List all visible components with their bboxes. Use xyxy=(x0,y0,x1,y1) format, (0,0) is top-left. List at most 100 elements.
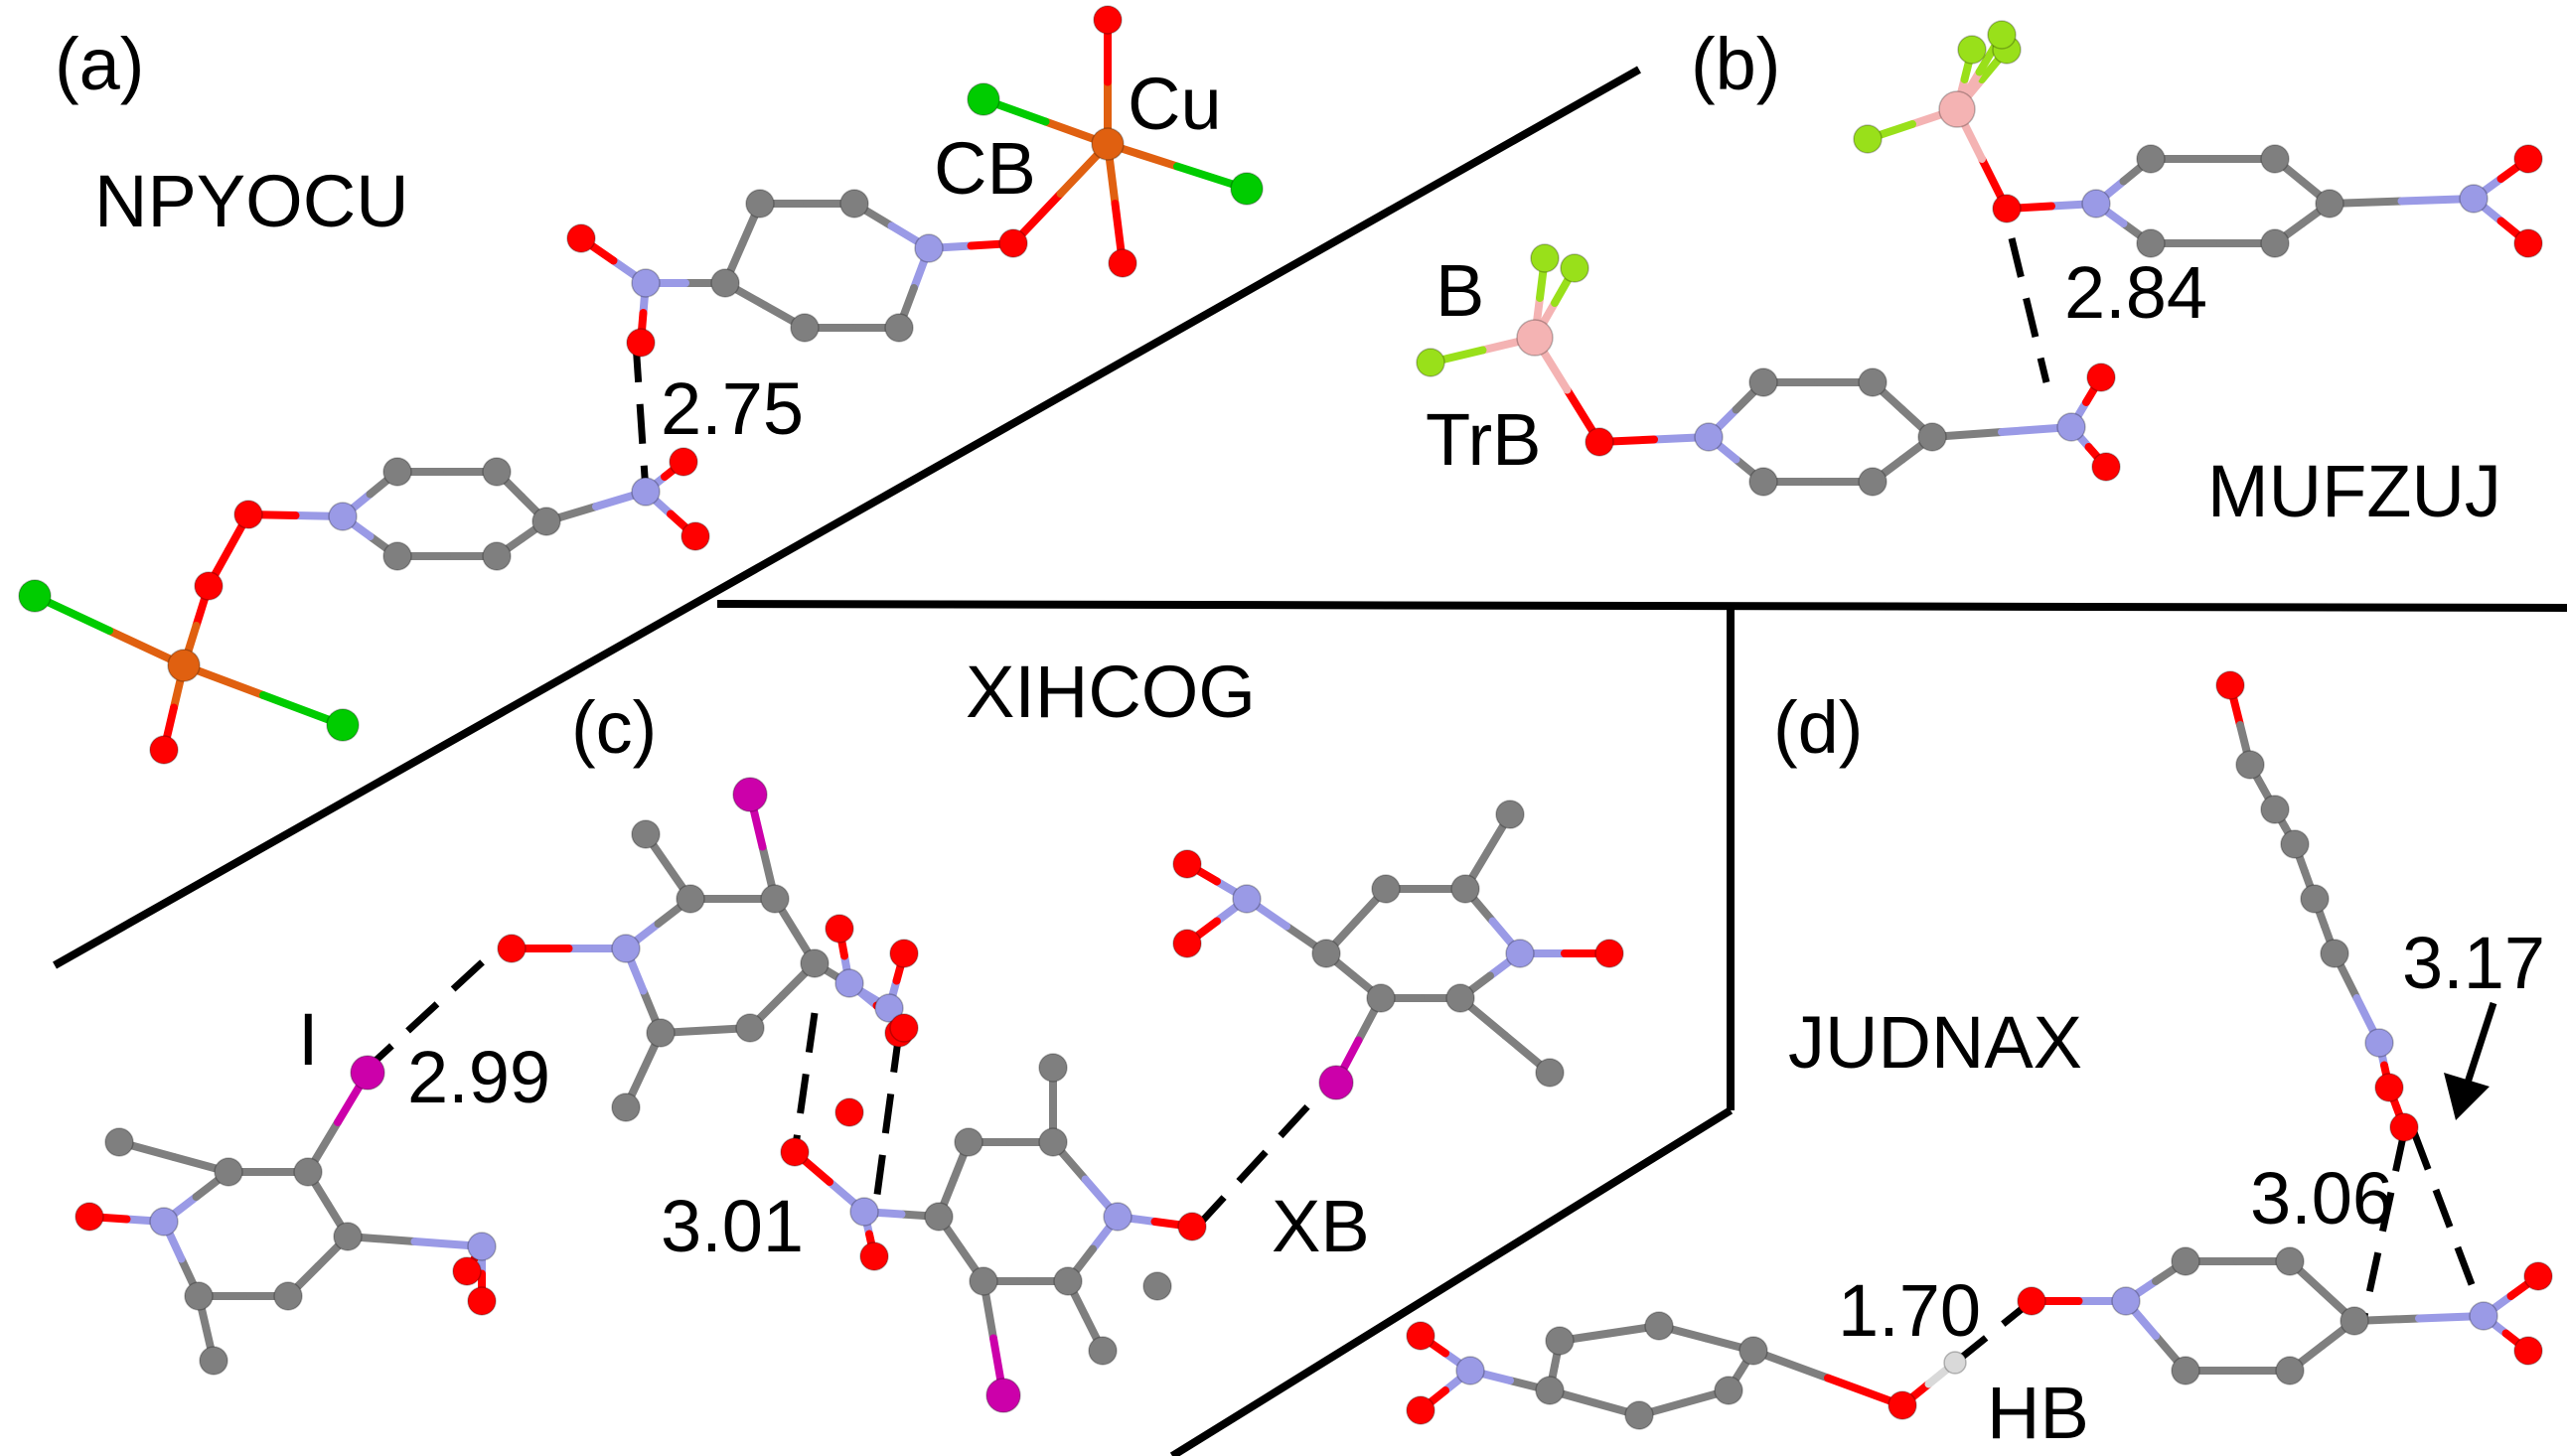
atom xyxy=(1455,1356,1485,1385)
atom xyxy=(1416,348,1445,377)
atom xyxy=(839,189,869,218)
atom xyxy=(710,268,740,298)
atom xyxy=(914,233,944,263)
divider-diagonal-lower xyxy=(1169,1106,1734,1456)
atom xyxy=(2315,189,2344,218)
atom xyxy=(2300,884,2330,914)
atom xyxy=(1748,467,1778,497)
atom xyxy=(1038,1127,1068,1157)
atom xyxy=(1172,849,1202,879)
atom xyxy=(1091,127,1125,161)
atom xyxy=(849,1197,879,1227)
atom xyxy=(149,735,179,765)
panel-c-tag: (c) xyxy=(571,686,657,769)
atom xyxy=(1177,1212,1207,1241)
panel-c-distance-xb: 2.99 xyxy=(407,1036,550,1118)
atom xyxy=(2056,412,2086,442)
panel-d-refcode: JUDNAX xyxy=(1788,1001,2082,1084)
atom xyxy=(467,1232,497,1261)
atom xyxy=(2215,670,2245,700)
atom xyxy=(1406,1395,1435,1425)
atom xyxy=(834,1097,864,1127)
atom xyxy=(1495,800,1525,829)
panel-b-atom-label: B xyxy=(1435,249,1484,332)
atom xyxy=(732,777,768,812)
atom xyxy=(1142,1271,1172,1301)
atom xyxy=(184,1281,214,1311)
atom xyxy=(1585,427,1614,457)
atom xyxy=(2513,228,2543,258)
panel-c-interaction-label: XB xyxy=(1272,1185,1370,1267)
panel-d-distance-1: 3.06 xyxy=(2250,1157,2393,1239)
panel-b-interaction-label: TrB xyxy=(1426,398,1541,481)
atom xyxy=(760,884,790,914)
panel-d-interaction-label: HB xyxy=(1987,1372,2089,1454)
atom xyxy=(1858,467,1888,497)
atom xyxy=(2086,363,2116,392)
atom xyxy=(611,1092,641,1122)
atom xyxy=(1917,422,1947,452)
atom xyxy=(326,708,360,742)
atom xyxy=(350,1055,385,1091)
atom xyxy=(233,500,263,529)
atom xyxy=(1644,1311,1674,1341)
atom xyxy=(1748,367,1778,397)
atom xyxy=(1450,874,1480,904)
atom xyxy=(497,934,527,963)
atom xyxy=(1943,1351,1967,1375)
atom xyxy=(669,447,698,477)
atom xyxy=(2136,144,2166,174)
atom xyxy=(566,223,596,253)
atom xyxy=(1545,1326,1575,1356)
atom-layer xyxy=(18,5,2553,1430)
contact-line xyxy=(2410,1130,2488,1318)
contact-line xyxy=(632,342,650,493)
atom xyxy=(954,1127,983,1157)
panel-a-metal-label: Cu xyxy=(1128,63,1222,145)
atom xyxy=(631,268,661,298)
atom xyxy=(1371,874,1401,904)
atom xyxy=(611,934,641,963)
panel-d-tag: (d) xyxy=(1773,686,1863,769)
atom xyxy=(998,228,1028,258)
atom xyxy=(382,541,412,571)
atom xyxy=(328,502,358,531)
atom xyxy=(194,571,224,601)
contact-line xyxy=(2360,1131,2408,1317)
atom xyxy=(333,1222,363,1251)
atom xyxy=(780,1137,810,1167)
atom xyxy=(874,993,904,1023)
atom xyxy=(2260,144,2290,174)
atom xyxy=(2364,1028,2394,1058)
panel-c-atom-label: I xyxy=(298,998,319,1081)
atom xyxy=(1406,1321,1435,1351)
atom xyxy=(2275,1356,2305,1385)
atom xyxy=(2235,750,2265,780)
atom xyxy=(2513,1336,2543,1366)
atom xyxy=(452,1256,482,1286)
atom xyxy=(75,1202,104,1232)
atom xyxy=(2469,1301,2498,1331)
atom xyxy=(18,579,52,613)
atom xyxy=(1987,20,2017,50)
atom xyxy=(631,819,661,849)
atom xyxy=(1888,1390,1917,1420)
atom xyxy=(1938,90,1976,128)
panel-c-distance-nn: 3.01 xyxy=(661,1185,804,1267)
atom xyxy=(985,1378,1021,1413)
atom xyxy=(199,1346,228,1376)
contact-layer xyxy=(360,237,2488,1366)
atom xyxy=(531,507,561,536)
panel-a-refcode: NPYOCU xyxy=(94,160,409,242)
atom xyxy=(1505,939,1535,968)
contact-line xyxy=(870,1032,903,1218)
atom xyxy=(745,189,775,218)
atom xyxy=(2260,228,2290,258)
atom xyxy=(1853,124,1883,154)
atom xyxy=(1088,1336,1118,1366)
contact-line xyxy=(360,950,495,1076)
atom xyxy=(2081,189,2111,218)
atom xyxy=(1108,248,1137,278)
atom xyxy=(482,457,512,487)
atom xyxy=(800,948,830,978)
